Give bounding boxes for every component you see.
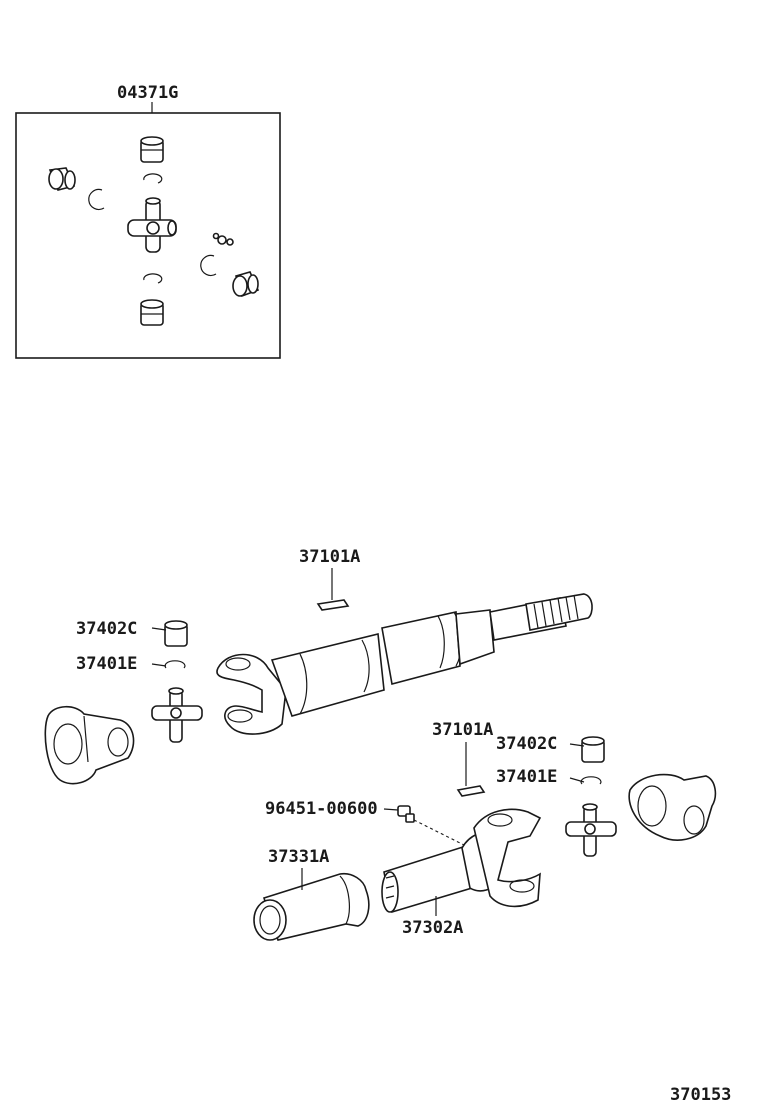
cross-spider-right-icon (565, 803, 617, 857)
kit-bearing-cup-right-icon (232, 271, 260, 298)
kit-snap-ring-bottom-icon (143, 273, 163, 284)
bearing-cup-right-icon (581, 736, 605, 763)
cross-spider-left-icon (151, 687, 203, 743)
bearing-cup-left-icon (164, 620, 188, 647)
callout-37401e-left: 37401E (76, 654, 137, 674)
callout-37101a-lower: 37101A (432, 720, 493, 740)
bolt-icon (397, 805, 415, 823)
dust-boot-icon (253, 872, 370, 941)
key-upper-icon (316, 599, 350, 611)
kit-bearing-cup-top-icon (140, 136, 164, 163)
callout-37402c-right: 37402C (496, 734, 557, 754)
callout-37101a-upper: 37101A (299, 547, 360, 567)
callout-37331a: 37331A (268, 847, 329, 867)
figure-number: 370153 (670, 1085, 731, 1105)
kit-bearing-cup-left-icon (48, 167, 76, 191)
kit-bearing-cup-bottom-icon (140, 299, 164, 326)
universal-joint-kit-box: 04371G (15, 83, 281, 359)
kit-grease-fitting-icon (212, 232, 234, 246)
callouts: 37101A 37402C 37401E 37101A 37402C 37401… (76, 547, 585, 938)
kit-cross-spider-icon (127, 197, 177, 253)
callout-37401e-right: 37401E (496, 767, 557, 787)
flange-yoke-right-icon (628, 773, 717, 841)
slip-yoke-icon (381, 808, 542, 914)
callout-37402c-left: 37402C (76, 619, 137, 639)
callout-37302a: 37302A (402, 918, 463, 938)
kit-snap-ring-left-icon (88, 188, 105, 211)
kit-snap-ring-top-icon (143, 173, 163, 184)
key-lower-icon (456, 785, 486, 797)
kit-part-number-label: 04371G (117, 83, 178, 103)
snap-ring-left-icon (164, 660, 186, 669)
snap-ring-right-icon (580, 776, 602, 785)
front-propeller-shaft-icon (216, 593, 593, 735)
kit-snap-ring-right-icon (200, 254, 217, 277)
callout-96451-00600: 96451-00600 (265, 799, 378, 819)
flange-yoke-left-icon (44, 705, 135, 785)
